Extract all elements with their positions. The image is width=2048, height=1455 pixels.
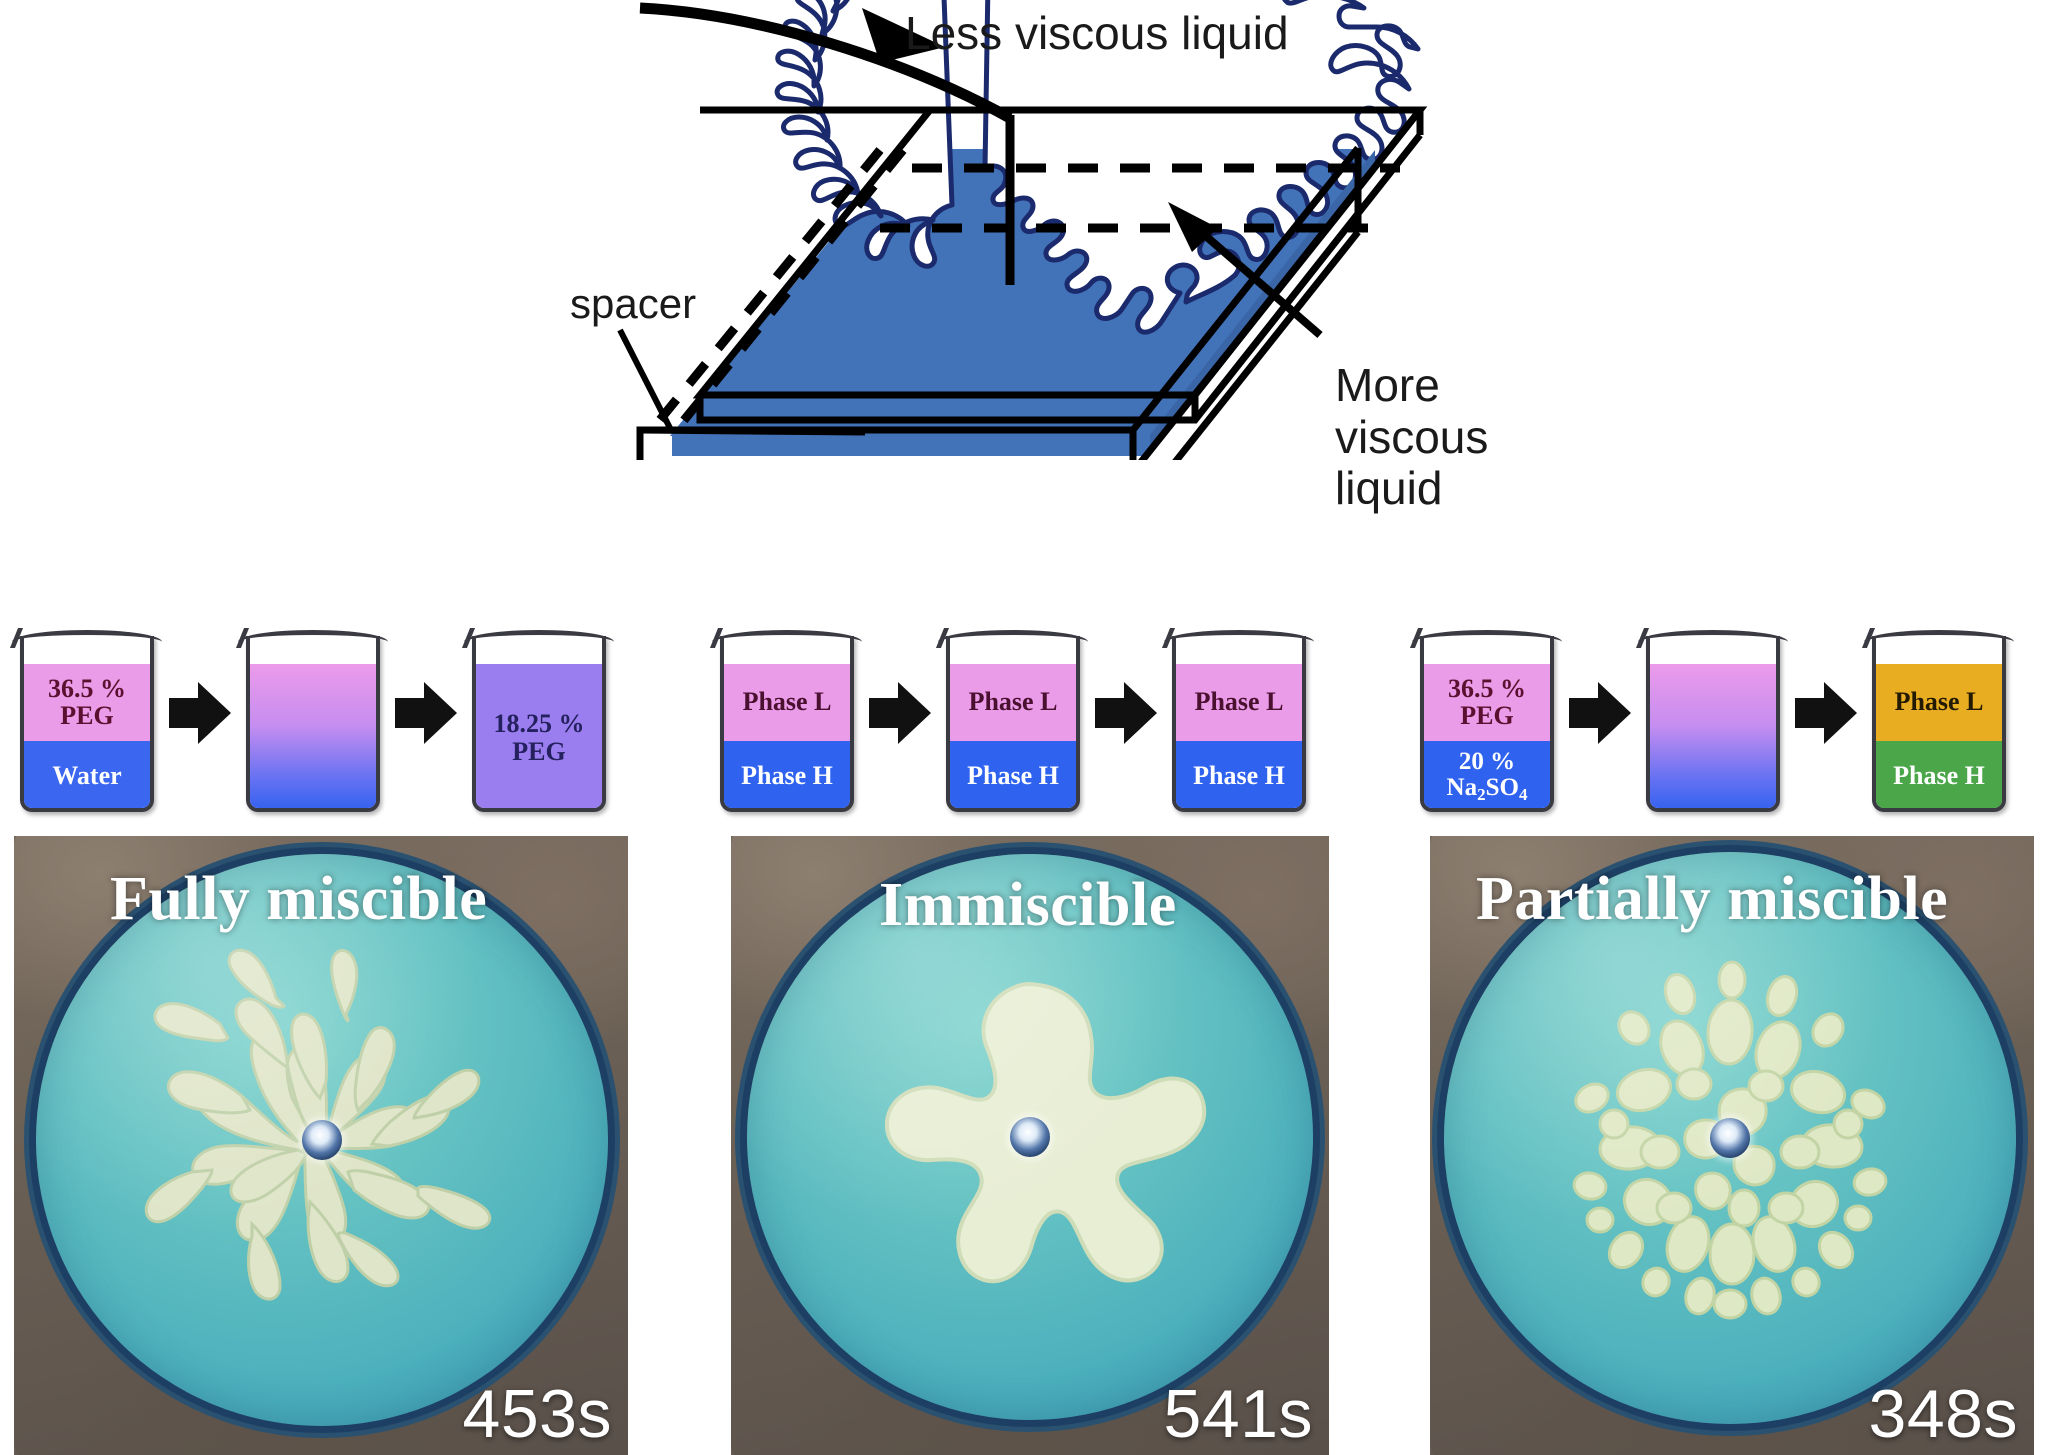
beaker-layer-bottom-label: Phase H bbox=[741, 761, 833, 791]
beaker-layer-bottom: Phase H bbox=[1176, 740, 1302, 808]
panel-title: Fully miscible bbox=[110, 865, 488, 933]
beaker-layer-top-label: Phase L bbox=[742, 687, 832, 717]
beaker-rim bbox=[1864, 629, 2014, 640]
panel-timestamp: 541s bbox=[1163, 1376, 1313, 1452]
injection-point bbox=[1710, 1118, 1750, 1158]
beaker-layer-top-label: Phase L bbox=[1894, 687, 1984, 717]
beaker-layer-bottom-label: Water bbox=[52, 761, 122, 791]
beaker-rim bbox=[1164, 629, 1314, 640]
less-viscous-inlet-arrow bbox=[639, 2, 1013, 123]
beaker-layer-top: Phase L bbox=[724, 663, 850, 741]
beaker-layer-top: 36.5 %PEG bbox=[1424, 663, 1550, 741]
beaker-layer-top-label: Phase L bbox=[968, 687, 1058, 717]
beaker-layer-bottom: Phase H bbox=[724, 740, 850, 808]
photo-panel-partially-miscible: Partially miscible 348s bbox=[1430, 836, 2034, 1455]
beaker-layer-bottom: Water bbox=[24, 740, 150, 808]
beaker-layer-mixed: 18.25 %PEG bbox=[476, 663, 602, 808]
beaker-layer-top: Phase L bbox=[950, 663, 1076, 741]
beaker bbox=[235, 614, 388, 812]
petri-dish bbox=[36, 854, 608, 1426]
beaker: 36.5 %PEG Water bbox=[9, 614, 162, 812]
beaker-diagram-row: 36.5 %PEG Water 18.25 %PEG bbox=[0, 600, 2048, 825]
schematic-svg bbox=[617, 0, 1428, 519]
beaker-layer-bottom: Phase H bbox=[1876, 740, 2002, 808]
beaker-layer-mixed bbox=[1650, 663, 1776, 808]
more-viscous-arrowhead bbox=[1168, 202, 1218, 252]
viscous-finger-pattern bbox=[1444, 852, 2016, 1424]
experiment-photo-row: Fully miscible 453s Immiscible 541s bbox=[0, 836, 2048, 1455]
beaker-rim bbox=[1412, 629, 1562, 640]
petri-dish bbox=[747, 854, 1313, 1420]
panel-title: Immiscible bbox=[879, 871, 1177, 939]
photo-panel-fully-miscible: Fully miscible 453s bbox=[14, 836, 628, 1455]
beaker-layer-bottom-label: Phase H bbox=[1193, 761, 1285, 791]
panel-timestamp: 348s bbox=[1868, 1376, 2018, 1452]
beaker-layer-top-label: Phase L bbox=[1194, 687, 1284, 717]
beaker-rim bbox=[1638, 629, 1788, 640]
beaker: Phase L Phase H bbox=[709, 614, 862, 812]
process-arrow-icon bbox=[1095, 676, 1157, 750]
viscous-finger-pattern bbox=[36, 854, 608, 1426]
beaker-layer-bottom: 20 %Na2SO4 bbox=[1424, 740, 1550, 808]
panel-title: Partially miscible bbox=[1476, 865, 1949, 933]
spacer-label: spacer bbox=[570, 280, 697, 327]
process-arrow-icon bbox=[1569, 676, 1631, 750]
beaker-rim bbox=[464, 629, 614, 640]
beaker-rim bbox=[12, 629, 162, 640]
beaker-layer-top: Phase L bbox=[1876, 663, 2002, 741]
beaker-group-partially-miscible: 36.5 %PEG 20 %Na2SO4 Phase L bbox=[1409, 600, 2014, 825]
dashed-guides-left bbox=[646, 147, 907, 438]
process-arrow-icon bbox=[169, 676, 231, 750]
process-arrow-icon bbox=[395, 676, 457, 750]
dashed-guides bbox=[880, 163, 1400, 233]
beaker-layer-top-label: 36.5 %PEG bbox=[48, 673, 126, 730]
beaker-layer-bottom-label: Phase H bbox=[967, 761, 1059, 791]
beaker-layer-top: 36.5 %PEG bbox=[24, 663, 150, 741]
spacer-leader-line bbox=[617, 328, 675, 434]
beaker-layer-top-label: 36.5 %PEG bbox=[1448, 673, 1526, 730]
beaker: Phase L Phase H bbox=[1161, 614, 1314, 812]
beaker-layer-mixed-label: 18.25 %PEG bbox=[493, 709, 585, 766]
beaker-layer-bottom: Phase H bbox=[950, 740, 1076, 808]
injection-point bbox=[1010, 1117, 1050, 1157]
beaker: Phase L Phase H bbox=[935, 614, 1088, 812]
beaker-layer-top: Phase L bbox=[1176, 663, 1302, 741]
petri-dish bbox=[1444, 852, 2016, 1424]
beaker: Phase L Phase H bbox=[1861, 614, 2014, 812]
beaker bbox=[1635, 614, 1788, 812]
beaker: 36.5 %PEG 20 %Na2SO4 bbox=[1409, 614, 1562, 812]
beaker-rim bbox=[938, 629, 1088, 640]
less-viscous-arrowhead bbox=[862, 8, 945, 63]
photo-panel-immiscible: Immiscible 541s bbox=[731, 836, 1329, 1455]
beaker: 18.25 %PEG bbox=[461, 614, 614, 812]
injection-point bbox=[302, 1120, 342, 1160]
beaker-rim bbox=[238, 629, 388, 640]
beaker-group-fully-miscible: 36.5 %PEG Water 18.25 %PEG bbox=[9, 600, 614, 825]
panel-timestamp: 453s bbox=[462, 1376, 612, 1452]
beaker-layer-mixed bbox=[250, 663, 376, 808]
beaker-group-immiscible: Phase L Phase H Phase L Phase H bbox=[709, 600, 1314, 825]
beaker-rim bbox=[712, 629, 862, 640]
less-viscous-liquid-label: Less viscous liquid bbox=[905, 7, 1289, 59]
process-arrow-icon bbox=[869, 676, 931, 750]
beaker-layer-bottom-label: 20 %Na2SO4 bbox=[1446, 747, 1528, 804]
process-arrow-icon bbox=[1795, 676, 1857, 750]
beaker-layer-bottom-label: Phase H bbox=[1893, 761, 1985, 791]
